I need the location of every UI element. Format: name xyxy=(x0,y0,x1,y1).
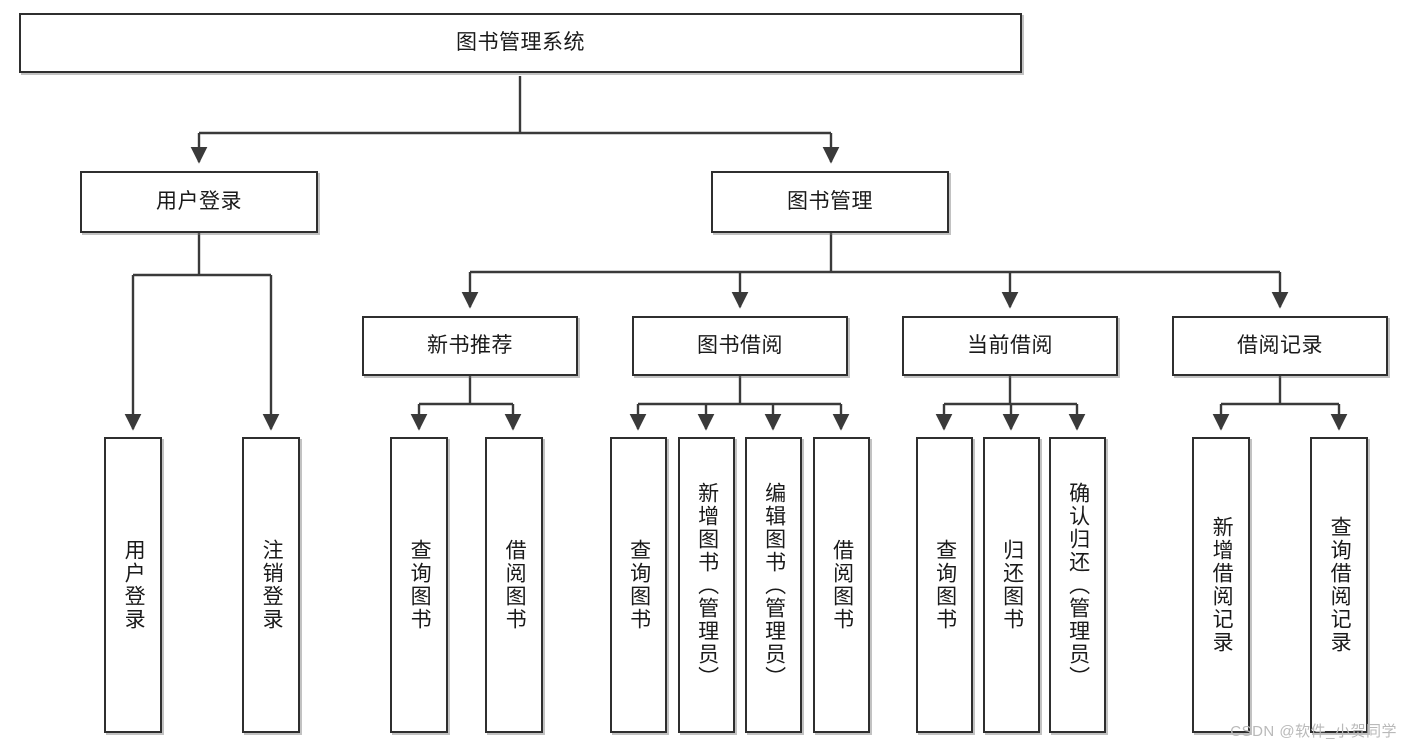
node-root-book-management-system[interactable]: 图书管理系统 xyxy=(19,13,1022,73)
csdn-watermark: CSDN @软件_小贺同学 xyxy=(1230,723,1397,740)
node-label: 编辑图书（管理员） xyxy=(762,481,786,689)
node-borrow-record[interactable]: 借阅记录 xyxy=(1172,316,1388,376)
node-leaf-current-return-book[interactable]: 归还图书 xyxy=(983,437,1040,733)
node-leaf-borrow-query-book[interactable]: 查询图书 xyxy=(610,437,667,733)
node-label: 查询借阅记录 xyxy=(1328,516,1352,654)
node-label: 新增借阅记录 xyxy=(1210,516,1234,654)
node-label: 图书借阅 xyxy=(697,334,783,358)
node-label: 图书管理系统 xyxy=(456,31,585,55)
node-user-login[interactable]: 用户登录 xyxy=(80,171,318,233)
node-leaf-recommend-borrow-book[interactable]: 借阅图书 xyxy=(485,437,543,733)
node-leaf-recommend-query-book[interactable]: 查询图书 xyxy=(390,437,448,733)
node-label: 借阅图书 xyxy=(830,539,854,631)
node-label: 当前借阅 xyxy=(967,334,1053,358)
node-current-borrow[interactable]: 当前借阅 xyxy=(902,316,1118,376)
node-book-management[interactable]: 图书管理 xyxy=(711,171,949,233)
node-leaf-borrow-add-book-admin[interactable]: 新增图书（管理员） xyxy=(678,437,735,733)
node-label: 用户登录 xyxy=(156,190,242,214)
node-book-borrow[interactable]: 图书借阅 xyxy=(632,316,848,376)
node-leaf-current-query-book[interactable]: 查询图书 xyxy=(916,437,973,733)
node-leaf-borrow-borrow-book[interactable]: 借阅图书 xyxy=(813,437,870,733)
node-label: 查询图书 xyxy=(408,539,432,631)
node-leaf-current-confirm-return-admin[interactable]: 确认归还（管理员） xyxy=(1049,437,1106,733)
node-label: 确认归还（管理员） xyxy=(1066,481,1090,689)
node-label: 用户登录 xyxy=(122,539,146,631)
node-leaf-record-query-record[interactable]: 查询借阅记录 xyxy=(1310,437,1368,733)
node-leaf-record-add-record[interactable]: 新增借阅记录 xyxy=(1192,437,1250,733)
node-label: 注销登录 xyxy=(260,539,284,631)
node-label: 查询图书 xyxy=(627,539,651,631)
node-label: 借阅图书 xyxy=(503,539,527,631)
node-leaf-logout[interactable]: 注销登录 xyxy=(242,437,300,733)
node-label: 归还图书 xyxy=(1000,539,1024,631)
node-label: 借阅记录 xyxy=(1237,334,1323,358)
node-leaf-user-login[interactable]: 用户登录 xyxy=(104,437,162,733)
node-label: 查询图书 xyxy=(933,539,957,631)
node-leaf-borrow-edit-book-admin[interactable]: 编辑图书（管理员） xyxy=(745,437,802,733)
node-new-book-recommend[interactable]: 新书推荐 xyxy=(362,316,578,376)
node-label: 图书管理 xyxy=(787,190,873,214)
node-label: 新书推荐 xyxy=(427,334,513,358)
node-label: 新增图书（管理员） xyxy=(695,481,719,689)
